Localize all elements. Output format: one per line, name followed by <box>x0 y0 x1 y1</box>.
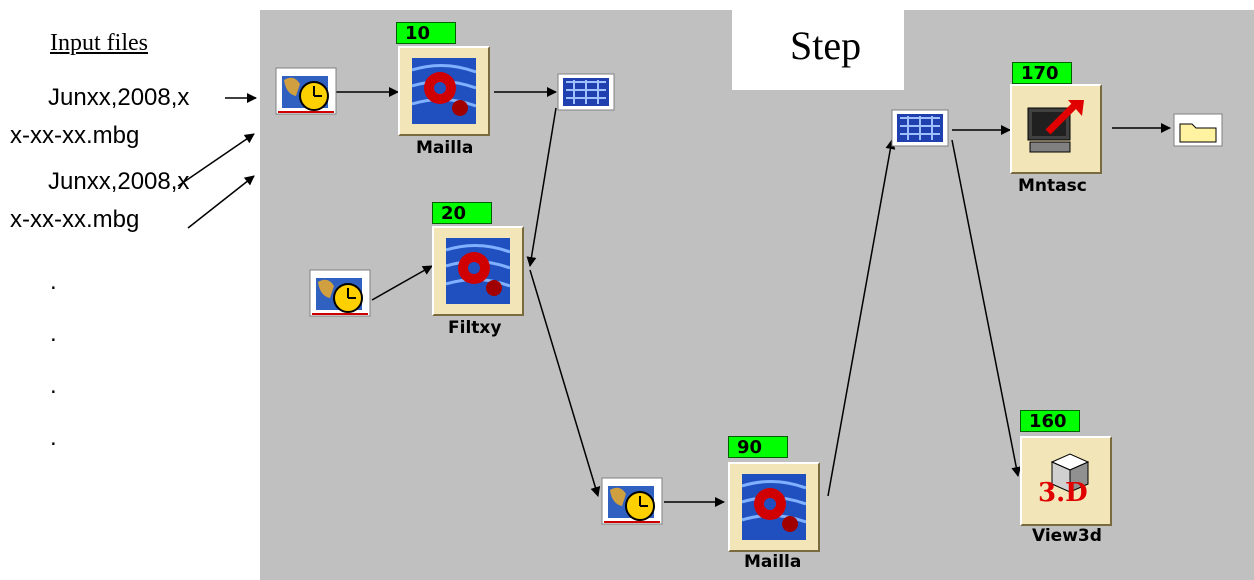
step-box <box>732 10 904 90</box>
input-file-1-line2: x-xx-xx.mbg <box>10 122 140 149</box>
ellipsis-dot: . <box>50 372 57 399</box>
cube-3d-icon: 3.D <box>1034 448 1098 514</box>
node-badge: 10 <box>396 22 456 44</box>
mailla-bottom-node[interactable] <box>728 462 820 552</box>
grid-icon <box>557 73 615 111</box>
node-label: Mailla <box>416 138 474 158</box>
gear-icon <box>412 58 476 124</box>
node-label: Filtxy <box>448 318 502 338</box>
node-label: Mntasc <box>1018 176 1087 196</box>
input-files-title: Input files <box>50 30 148 56</box>
view3d-node[interactable]: 3.D <box>1020 436 1112 526</box>
gear-icon <box>446 238 510 304</box>
node-label: View3d <box>1032 526 1102 546</box>
clock-icon <box>601 477 663 525</box>
node-label: Mailla <box>744 552 802 572</box>
input-file-2-line2: x-xx-xx.mbg <box>10 206 140 233</box>
node-badge: 160 <box>1020 410 1080 432</box>
export-monitor-icon <box>1024 96 1088 162</box>
folder-icon <box>1173 113 1223 147</box>
clock-icon <box>309 269 371 317</box>
clock-icon <box>275 67 337 115</box>
view3d-icon-text: 3.D <box>1038 478 1088 508</box>
ellipsis-dot: . <box>50 268 57 295</box>
step-label: Step <box>790 23 862 68</box>
node-badge: 170 <box>1012 62 1072 84</box>
node-badge: 20 <box>432 202 492 224</box>
filtxy-node[interactable] <box>432 226 524 316</box>
mailla-top-node[interactable] <box>398 46 490 136</box>
mntasc-node[interactable] <box>1010 84 1102 174</box>
ellipsis-dot: . <box>50 320 57 347</box>
input-file-1-line1: Junxx,2008,x <box>48 84 190 111</box>
ellipsis-dot: . <box>50 424 57 451</box>
node-badge: 90 <box>728 436 788 458</box>
grid-icon <box>891 109 949 147</box>
input-file-2-line1: Junxx,2008,x <box>48 168 190 195</box>
gear-icon <box>742 474 806 540</box>
